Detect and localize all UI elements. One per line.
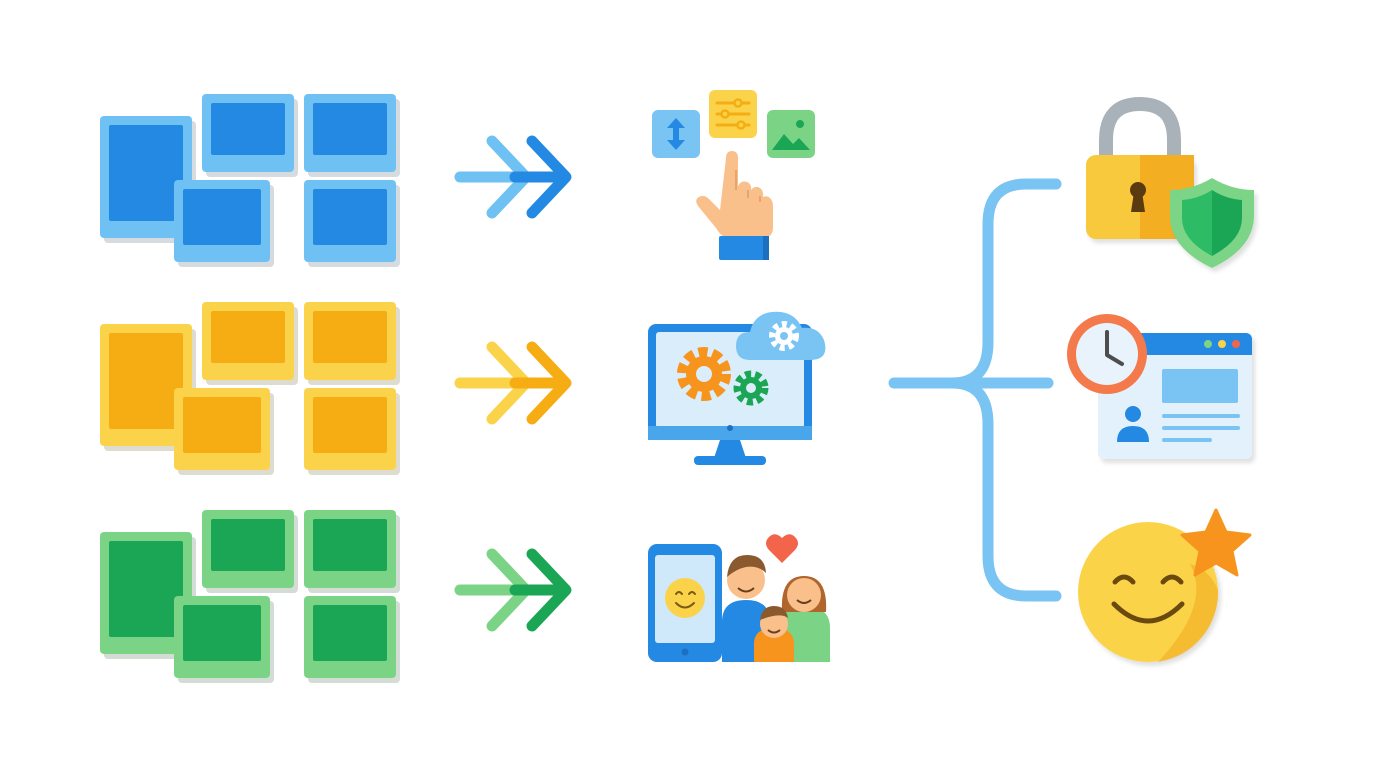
padlock-shield-icon bbox=[1086, 96, 1254, 268]
gear-icon bbox=[677, 347, 731, 401]
sliders-icon bbox=[709, 90, 757, 138]
tile-card bbox=[202, 302, 298, 385]
image-icon bbox=[767, 110, 815, 158]
monitor-cloud-gears-icon bbox=[648, 311, 826, 465]
ui-controls-touch-icon bbox=[652, 90, 815, 260]
double-arrow-right-icon bbox=[454, 548, 572, 632]
tile-card bbox=[174, 596, 274, 683]
tile-card bbox=[100, 116, 196, 243]
tile-card bbox=[304, 596, 400, 683]
clock-profile-window-icon bbox=[1067, 314, 1252, 459]
profile-avatar-icon bbox=[1125, 406, 1141, 422]
double-arrow-right-icon bbox=[454, 341, 572, 425]
card-stack-green bbox=[100, 510, 400, 683]
clock-icon bbox=[1067, 314, 1147, 394]
tile-card bbox=[304, 180, 400, 267]
cloud-gear-icon bbox=[736, 311, 826, 360]
resize-vertical-icon bbox=[652, 110, 700, 158]
person-child bbox=[754, 606, 794, 662]
smiley-icon bbox=[665, 578, 705, 618]
tile-card bbox=[100, 532, 196, 659]
phone-family-icon bbox=[648, 534, 830, 662]
tile-card bbox=[174, 180, 274, 267]
tile-card bbox=[202, 510, 298, 593]
card-stack-yellow bbox=[100, 302, 400, 475]
tile-card bbox=[100, 324, 196, 451]
card-stack-blue bbox=[100, 94, 400, 267]
pointing-hand-icon bbox=[696, 151, 773, 260]
tile-card bbox=[202, 94, 298, 177]
heart-icon bbox=[766, 534, 798, 563]
tile-card bbox=[304, 302, 400, 385]
tile-card bbox=[304, 510, 400, 593]
tile-card bbox=[304, 388, 400, 475]
star-icon bbox=[1180, 508, 1252, 577]
gear-icon bbox=[733, 370, 769, 406]
branch-connector bbox=[888, 178, 1062, 602]
smiley-star-icon bbox=[1078, 508, 1252, 662]
double-arrow-right-icon bbox=[454, 135, 572, 219]
tile-card bbox=[304, 94, 400, 177]
person-woman bbox=[780, 576, 830, 662]
tile-card bbox=[174, 388, 274, 475]
